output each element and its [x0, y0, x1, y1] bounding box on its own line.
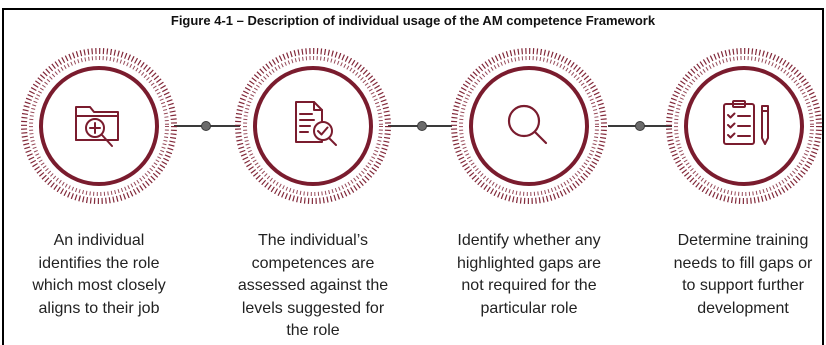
step-3-caption: Identify whether any highlighted gaps ar… — [444, 230, 614, 320]
connector-3 — [608, 121, 672, 131]
caption-line: The individual’s — [258, 232, 368, 249]
step-4-caption: Determine training needs to fill gaps or… — [660, 230, 826, 320]
caption-line: An individual — [53, 232, 145, 249]
folder-search-icon — [75, 106, 119, 147]
caption-line: development — [697, 299, 789, 317]
caption-line: Determine training — [677, 232, 809, 249]
caption-line: competences are — [251, 254, 375, 272]
step-2-caption: The individual’s competences are assesse… — [228, 230, 398, 343]
caption-line: particular role — [480, 299, 578, 317]
step-3-circle — [451, 48, 607, 204]
step-2-circle — [235, 48, 391, 204]
caption-line: to support further — [682, 277, 804, 294]
caption-line: levels suggested for — [241, 299, 385, 317]
connector-1 — [174, 121, 240, 131]
step-1-circle — [21, 48, 177, 204]
magnifier-icon — [507, 104, 548, 145]
caption-line: the role — [286, 322, 340, 339]
caption-line: not required for the — [461, 277, 597, 294]
figure-title: Figure 4-1 – Description of individual u… — [170, 13, 656, 28]
step-1-caption: An individual identifies the role which … — [19, 230, 179, 320]
caption-line: Identify whether any — [457, 232, 601, 249]
caption-line: needs to fill gaps or — [673, 254, 813, 272]
caption-line: highlighted gaps are — [456, 254, 602, 272]
caption-line: aligns to their job — [38, 299, 160, 317]
connector-2 — [388, 121, 452, 131]
figure-frame — [2, 8, 824, 345]
caption-line: assessed against the — [237, 277, 389, 294]
caption-line: which most closely — [32, 277, 166, 294]
caption-line: identifies the role — [38, 254, 160, 272]
checklist-pen-icon — [723, 100, 769, 145]
document-check-icon — [295, 101, 337, 146]
